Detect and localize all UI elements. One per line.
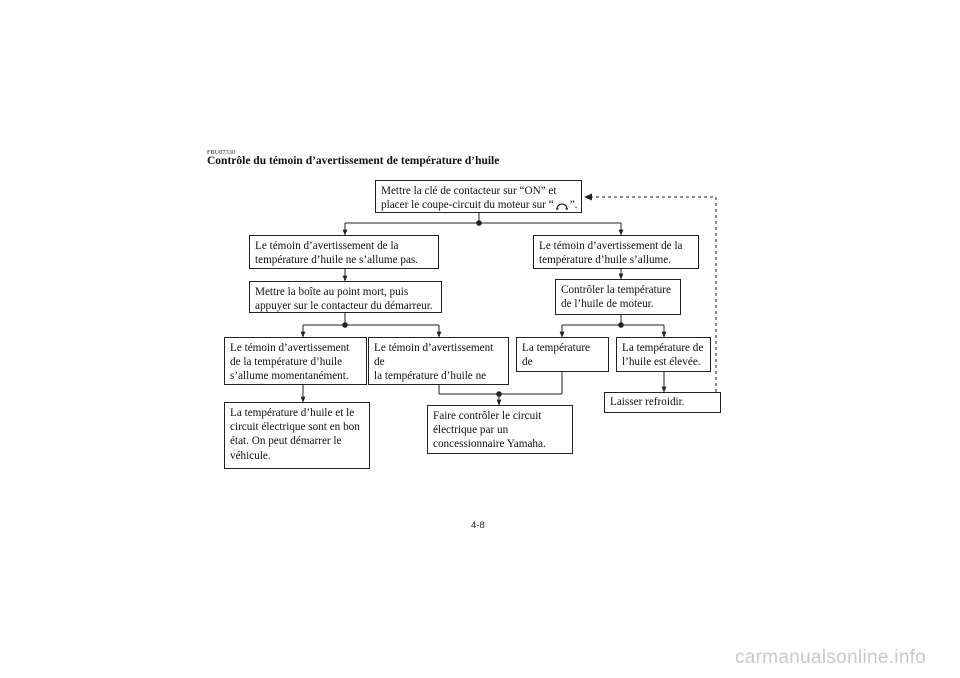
flow-box-right-light: Le témoin d’avertissement de la températ…	[533, 235, 699, 269]
flow-box-temp-low: La température de l’huile est basse.	[516, 337, 609, 372]
section-title: Contrôle du témoin d’avertissement de te…	[207, 155, 500, 167]
flow-box-ok-result: La température d’huile et le circuit éle…	[224, 402, 370, 469]
dashed-return-arrowhead	[584, 193, 592, 201]
junction-dot-check-temp	[618, 322, 624, 328]
start-line-1: Mettre la clé de contacteur sur “ON” et	[381, 185, 557, 197]
engine-run-symbol-icon	[555, 203, 568, 210]
flow-box-let-cool: Laisser refroidir.	[604, 392, 721, 413]
junction-dot-merge	[496, 391, 502, 397]
flow-box-left-no-light: Le témoin d’avertissement de la températ…	[249, 235, 439, 269]
flow-box-check-temp: Contrôler la température de l’huile de m…	[555, 279, 681, 315]
flow-box-dealer-check: Faire contrôler le circuit électrique pa…	[427, 405, 573, 454]
flow-box-neutral-start: Mettre la boîte au point mort, puis appu…	[249, 281, 442, 313]
section-code: FBU07330	[207, 150, 236, 156]
flow-box-temp-high: La température de l’huile est élevée.	[616, 337, 711, 372]
dashed-return-loop	[585, 196, 717, 392]
flow-box-still-no-light: Le témoin d’avertissement de la températ…	[368, 337, 509, 385]
watermark: carmanualsonline.info	[735, 647, 927, 668]
start-line-2-before: placer le coupe-circuit du moteur sur “	[381, 199, 554, 212]
start-line-2-after: ”.	[569, 199, 578, 212]
flow-box-momentary: Le témoin d’avertissement de la températ…	[224, 337, 367, 385]
junction-dot-neutral	[342, 322, 348, 328]
page-number: 4-8	[471, 520, 485, 531]
flow-box-start: Mettre la clé de contacteur sur “ON” et …	[375, 180, 582, 213]
junction-dot-start	[476, 220, 482, 226]
